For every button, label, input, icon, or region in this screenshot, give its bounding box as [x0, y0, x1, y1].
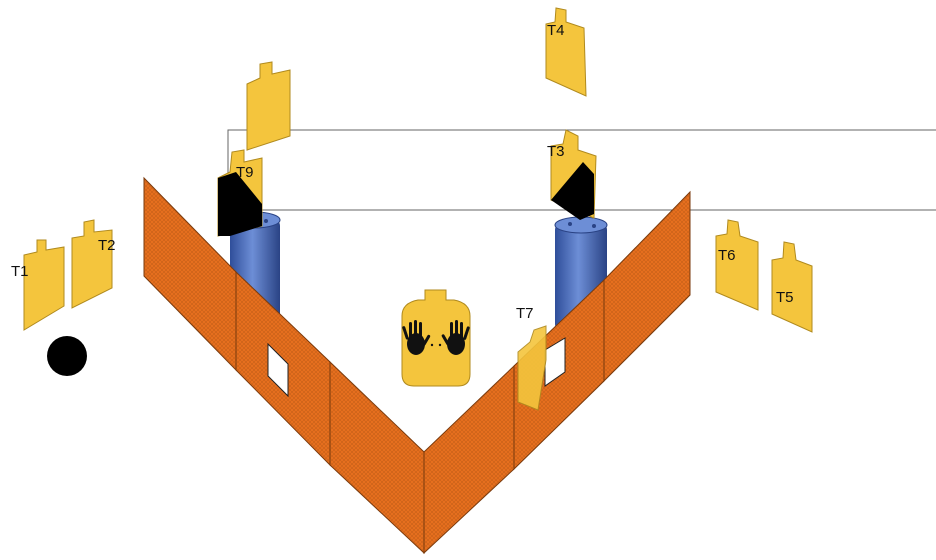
- label-t5: T5: [776, 289, 794, 306]
- hand-right-icon: [441, 320, 470, 355]
- target-t4: [545, 7, 587, 97]
- label-t2: T2: [98, 237, 116, 254]
- target-t7: [517, 325, 547, 411]
- fence-panel-right-outer: [603, 190, 691, 383]
- target-t5: [771, 241, 813, 333]
- label-t3: T3: [547, 143, 565, 160]
- label-t1: T1: [11, 263, 29, 280]
- fence: [143, 176, 691, 555]
- target-unlabeled-top-left: [246, 61, 291, 151]
- target-t2: [71, 219, 113, 309]
- target-center-hands: [401, 289, 471, 387]
- fence-panel-center-left: [329, 360, 425, 555]
- label-t6: T6: [718, 247, 736, 264]
- target-t1: [23, 239, 65, 331]
- label-t9: T9: [236, 164, 254, 181]
- black-circle-marker: [47, 336, 87, 376]
- target-t3: [550, 129, 597, 220]
- label-t4: T4: [547, 22, 565, 39]
- label-t7: T7: [516, 305, 534, 322]
- target-t6: [715, 219, 759, 311]
- fence-panel-center-right: [423, 364, 515, 555]
- hand-left-icon: [402, 320, 431, 355]
- target-t9: [217, 149, 263, 237]
- fence-window-left: [267, 342, 289, 398]
- fence-window-right: [544, 337, 566, 387]
